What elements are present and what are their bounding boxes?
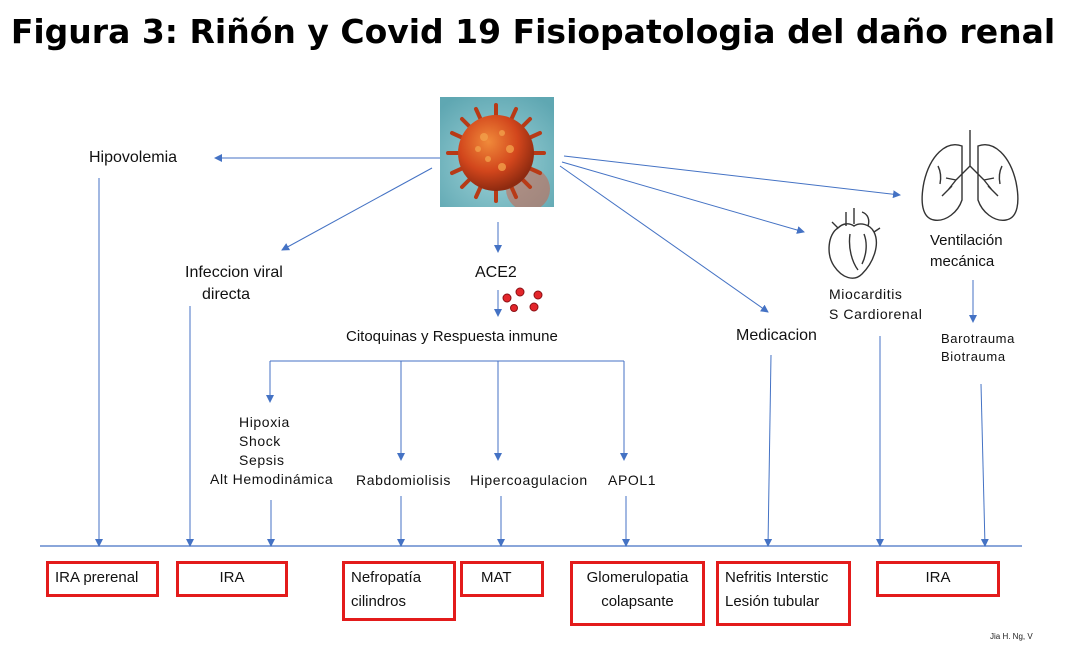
node-infeccion-line1: Infeccion viral	[185, 264, 283, 281]
lungs-icon	[921, 130, 1019, 221]
outcome-ira-2: IRA	[876, 561, 1000, 597]
outcome-ira-1-line1: IRA	[219, 569, 245, 586]
node-hipoxia: Hipoxia Shock Sepsis Alt Hemodinámica	[210, 413, 333, 489]
node-infeccion-line2: directa	[202, 286, 251, 304]
covid-virus-icon	[440, 97, 554, 207]
node-hipoxia-line3: Sepsis	[239, 452, 285, 468]
node-ventilacion: Ventilación mecánica	[930, 230, 1003, 272]
node-ace2: ACE2	[475, 264, 517, 281]
outcome-nefropatia-line2: cilindros	[351, 593, 407, 610]
node-apol1: APOL1	[608, 472, 657, 488]
node-ventilacion-line2: mecánica	[930, 253, 995, 270]
outcome-mat: MAT	[460, 561, 544, 597]
outcome-nefropatia: Nefropatía cilindros	[342, 561, 456, 621]
outcome-ira-prerenal-line1: IRA prerenal	[55, 569, 139, 586]
heart-icon	[828, 208, 881, 279]
arrow-to-heart	[561, 161, 805, 234]
outcome-ira-prerenal: IRA prerenal	[46, 561, 159, 597]
outcome-mat-line1: MAT	[481, 569, 512, 586]
node-hipovolemia: Hipovolemia	[89, 149, 178, 166]
node-barotrauma: Barotrauma Biotrauma	[941, 330, 1015, 366]
credit-text: Jia H. Ng, V	[990, 632, 1033, 641]
outcome-nefritis-line2: Lesión tubular	[725, 593, 820, 610]
red-dots-icon	[502, 287, 543, 312]
node-miocarditis: Miocarditis S Cardiorenal	[829, 285, 922, 324]
node-ventilacion-line1: Ventilación	[930, 232, 1003, 249]
node-barotrauma-line2: Biotrauma	[941, 349, 1006, 365]
node-citoquinas: Citoquinas y Respuesta inmune	[346, 328, 558, 345]
arrow-to-medicacion	[559, 165, 769, 313]
node-miocarditis-line2: S Cardiorenal	[829, 305, 923, 322]
node-infeccion: Infeccion viral directa	[185, 262, 283, 307]
arrow-medicacion-down	[764, 354, 773, 547]
outcome-nefritis: Nefritis Interstic Lesión tubular	[716, 561, 851, 626]
outcome-nefritis-line1: Nefritis Interstic	[725, 569, 829, 586]
arrow-barotrauma-down	[980, 383, 989, 547]
node-hipoxia-line4: Alt Hemodinámica	[210, 471, 334, 487]
arrow-to-infeccion	[281, 167, 433, 251]
outcome-glomerulopatia-line2: colapsante	[601, 593, 674, 610]
node-miocarditis-line1: Miocarditis	[829, 286, 903, 302]
figure-title: Figura 3: Riñón y Covid 19 Fisiopatologi…	[10, 12, 1056, 51]
node-hipercoagulacion: Hipercoagulacion	[470, 472, 588, 488]
node-medicacion: Medicacion	[736, 327, 817, 344]
node-hipoxia-line1: Hipoxia	[239, 414, 290, 430]
outcome-glomerulopatia-line1: Glomerulopatia	[586, 569, 689, 586]
node-rabdomiolisis: Rabdomiolisis	[356, 472, 451, 488]
outcome-ira-2-line1: IRA	[925, 569, 951, 586]
outcome-ira-1: IRA	[176, 561, 288, 597]
arrow-to-lungs	[563, 155, 901, 199]
node-hipoxia-line2: Shock	[239, 433, 281, 449]
outcome-glomerulopatia: Glomerulopatia colapsante	[570, 561, 705, 626]
outcome-nefropatia-line1: Nefropatía	[351, 569, 422, 586]
node-barotrauma-line1: Barotrauma	[941, 331, 1015, 346]
